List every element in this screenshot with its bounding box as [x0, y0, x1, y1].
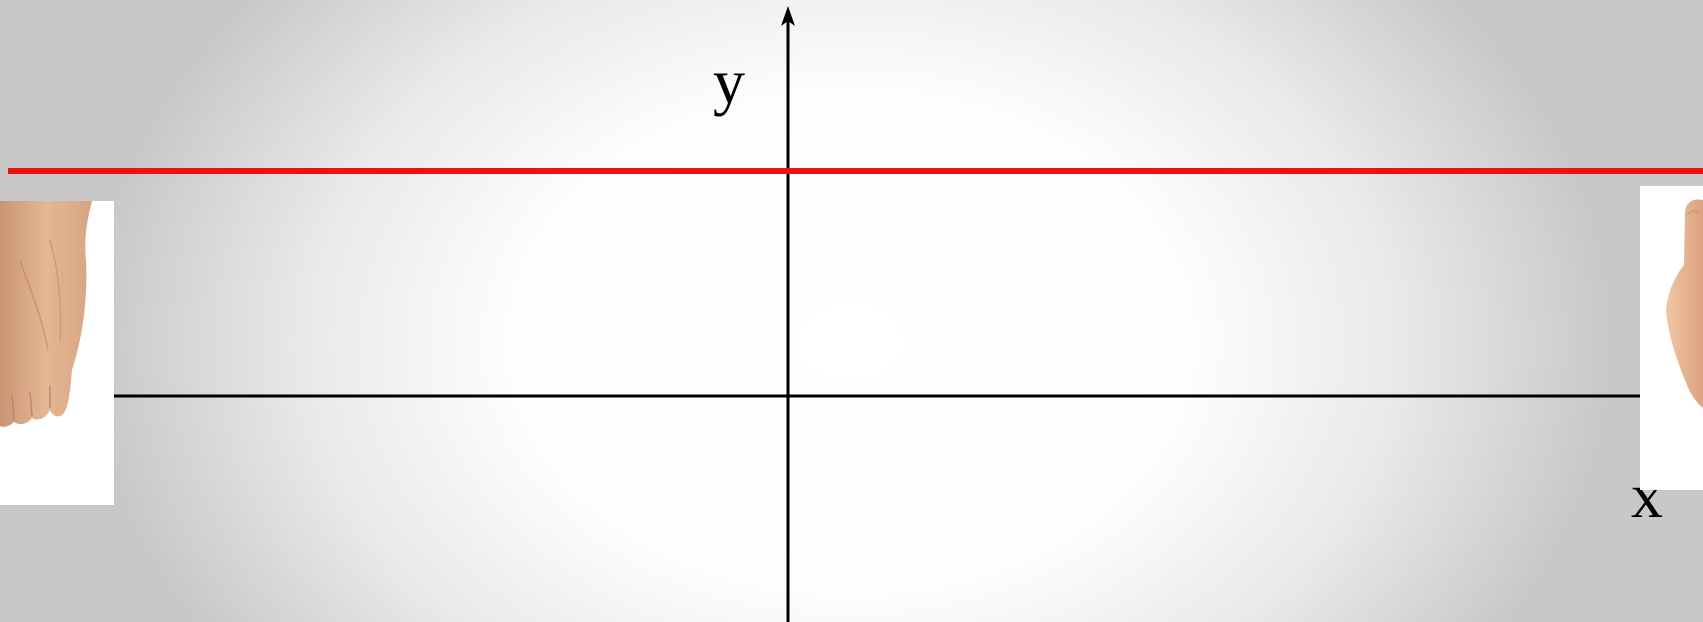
y-axis-label: y [713, 46, 745, 117]
hand-pointing-image [1640, 186, 1703, 490]
y-axis-arrowhead [781, 6, 795, 26]
hand-fist-image [0, 201, 114, 505]
